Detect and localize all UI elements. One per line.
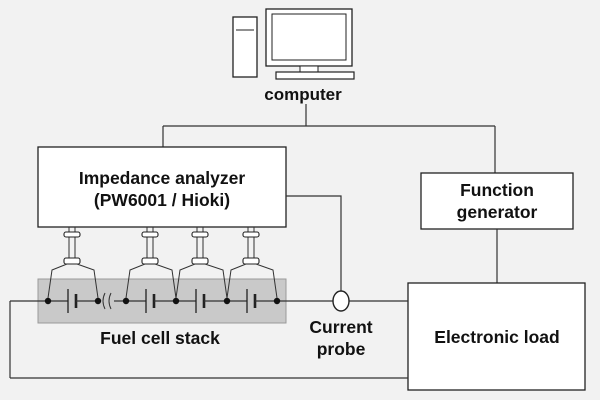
electronic-load-box [407,282,586,391]
impedance-analyzer-title: Impedance analyzer [79,168,246,188]
computer-bus-wires [162,104,496,173]
voltage-probe-1 [47,227,99,299]
voltage-probe-3 [175,227,228,299]
function-generator-line2: generator [457,202,538,222]
desktop-computer-icon [232,8,355,80]
fuel-cell-stack-label: Fuel cell stack [100,328,220,348]
fuel-cell-series [44,289,281,313]
current-probe-label-line1: Current [309,317,372,337]
voltage-probe-connectors [47,227,278,299]
impedance-analyzer-model: (PW6001 / Hioki) [94,190,230,210]
voltage-probe-2 [125,227,177,299]
current-probe-clamp [332,290,350,312]
voltage-probe-4 [226,227,278,299]
function-generator-line1: Function [460,180,534,200]
impedance-analyzer-box [37,146,287,228]
computer-keyboard [275,71,355,80]
main-circuit-loop [9,300,408,379]
computer-label: computer [264,85,342,104]
current-probe-label-line2: probe [317,339,366,359]
current-probe [286,195,350,312]
electronic-load-label: Electronic load [434,327,559,347]
function-generator-box [420,172,574,230]
computer-tower [232,16,258,78]
